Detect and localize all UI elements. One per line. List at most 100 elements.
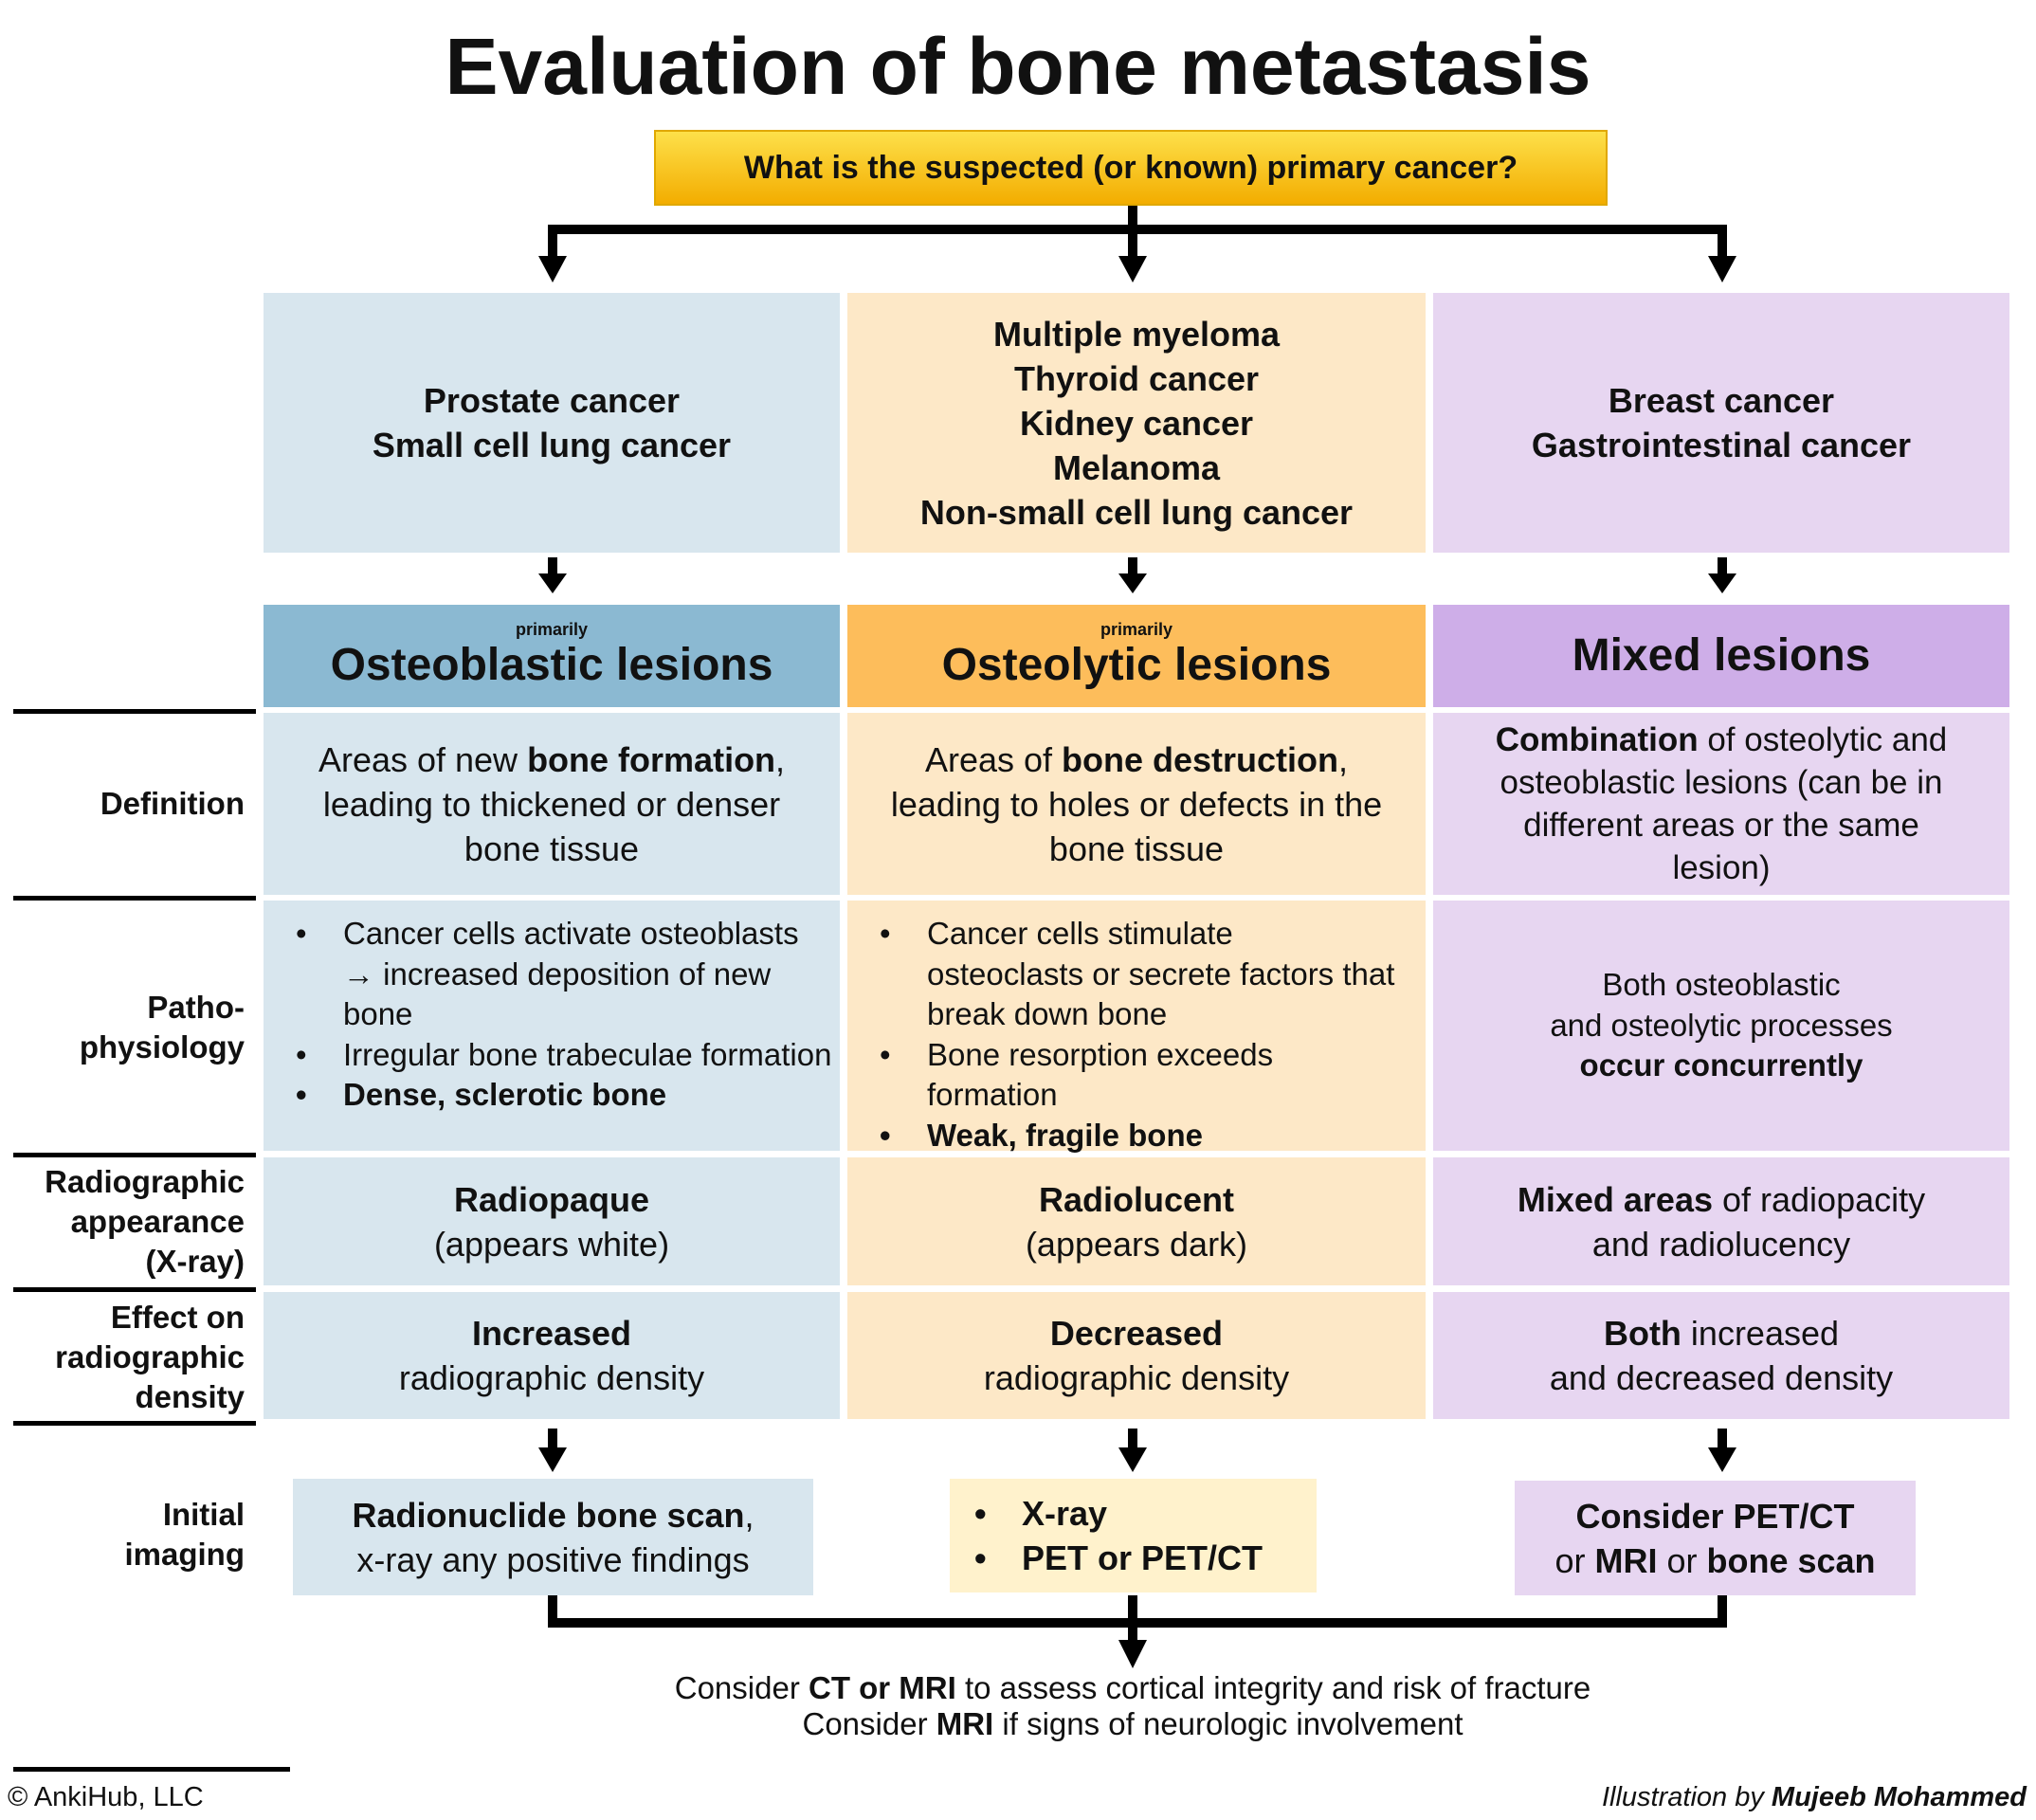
label-line: (X-ray) <box>145 1244 245 1279</box>
text-segment: to assess cortical integrity and risk of… <box>955 1670 1591 1705</box>
label-line: imaging <box>124 1537 245 1572</box>
label-line: density <box>135 1379 245 1414</box>
imaging-osteolytic: X-ray PET or PET/CT <box>950 1479 1317 1592</box>
connector-line <box>1128 1429 1137 1451</box>
effect-mixed: Both increased and decreased density <box>1433 1292 2009 1419</box>
text-line: radiographic density <box>983 1358 1290 1397</box>
pathophysiology-mixed: Both osteoblastic and osteolytic process… <box>1433 901 2009 1151</box>
text-line: and radiolucency <box>1591 1224 1851 1264</box>
connector-line <box>548 557 557 576</box>
connector-line <box>1718 225 1727 259</box>
text-segment: MRI <box>936 1706 994 1741</box>
text-segment: Illustration by <box>1601 1782 1772 1812</box>
bullet-list: Cancer cells activate osteoblasts → incr… <box>264 901 840 1116</box>
text-segment: Mujeeb Mohammed <box>1771 1782 2027 1812</box>
text-segment: Combination <box>1495 721 1699 758</box>
pathophysiology-osteolytic: Cancer cells stimulate osteoclasts or se… <box>847 901 1426 1156</box>
radiographic-osteolytic: Radiolucent (appears dark) <box>847 1157 1426 1285</box>
final-recommendations: Consider CT or MRI to assess cortical in… <box>0 1670 2036 1742</box>
text-segment: bone destruction <box>1062 739 1339 779</box>
cancer-name: Thyroid cancer <box>1013 358 1260 398</box>
arrow-head <box>1708 1447 1736 1472</box>
text-segment: MRI <box>1594 1540 1658 1580</box>
text-segment: Areas of new <box>318 739 528 779</box>
connector-line <box>1128 206 1137 234</box>
text-segment: CT or MRI <box>808 1670 956 1705</box>
text-segment: or <box>1657 1540 1707 1580</box>
connector-line <box>1128 557 1137 576</box>
lesion-title: Osteolytic lesions <box>941 640 1332 690</box>
label-line: Initial <box>162 1497 245 1532</box>
text-line: radiographic density <box>398 1358 705 1397</box>
label-line: radiographic <box>55 1339 245 1374</box>
cancer-name: Small cell lung cancer <box>372 426 732 464</box>
arrow-head <box>1118 1640 1147 1668</box>
radiographic-osteoblastic: Radiopaque (appears white) <box>264 1157 840 1285</box>
connector-line <box>1128 225 1137 259</box>
connector-line <box>1718 1595 1727 1628</box>
definition-text: Combination of osteolytic and osteoblast… <box>1490 719 1953 889</box>
cancer-name: Gastrointestinal cancer <box>1531 426 1912 464</box>
imaging-mixed: Consider PET/CT or MRI or bone scan <box>1515 1481 1916 1595</box>
row-label-pathophysiology: Patho- physiology <box>0 988 245 1067</box>
text-line: (appears dark) <box>1025 1224 1248 1264</box>
connector-line <box>548 225 557 259</box>
list-item: PET or PET/CT <box>974 1536 1263 1580</box>
arrow-head <box>538 256 567 282</box>
row-divider <box>13 896 256 901</box>
cancer-types-mixed: Breast cancer Gastrointestinal cancer <box>1433 293 2009 553</box>
cancer-types-osteolytic: Multiple myeloma Thyroid cancer Kidney c… <box>847 293 1426 553</box>
cancer-name: Multiple myeloma <box>992 314 1281 354</box>
row-label-definition: Definition <box>100 786 245 821</box>
text-line: Both increased <box>1604 1311 1839 1356</box>
definition-osteolytic: Areas of bone destruction, leading to ho… <box>847 713 1426 895</box>
effect-osteoblastic: Increased radiographic density <box>264 1292 840 1419</box>
radiographic-mixed: Mixed areas of radiopacity and radioluce… <box>1433 1157 2009 1285</box>
header-mixed: Mixed lesions <box>1433 605 2009 707</box>
pathophysiology-osteoblastic: Cancer cells activate osteoblasts → incr… <box>264 901 840 1151</box>
text-line: Mixed areas of radiopacity <box>1518 1177 1925 1222</box>
definition-text: Areas of bone destruction, leading to ho… <box>866 737 1407 871</box>
lesion-title: Osteoblastic lesions <box>330 640 773 690</box>
primarily-label: primarily <box>515 620 589 639</box>
arrow-head <box>538 1447 567 1472</box>
text-segment: if signs of neurologic involvement <box>993 1706 1463 1741</box>
text-line: Increased <box>471 1314 632 1353</box>
arrow-head <box>538 573 567 593</box>
text-line: Radiolucent <box>1038 1179 1234 1219</box>
connector-line <box>548 1595 557 1628</box>
row-label-effect: Effect on radiographic density <box>0 1298 245 1417</box>
text-segment: Consider <box>674 1670 809 1705</box>
cancer-name: Melanoma <box>1052 447 1221 487</box>
label-line: physiology <box>79 1029 245 1065</box>
label-line: Radiographic <box>45 1164 245 1199</box>
text-segment: bone formation <box>527 739 776 779</box>
arrow-head <box>1118 256 1147 282</box>
definition-osteoblastic: Areas of new bone formation, leading to … <box>264 713 840 895</box>
connector-line <box>548 1429 557 1451</box>
cancer-name: Prostate cancer <box>423 381 681 420</box>
text-line: Radiopaque <box>453 1179 649 1219</box>
list-item: Bone resorption exceeds formation <box>880 1035 1397 1116</box>
imaging-osteoblastic: Radionuclide bone scan, x-ray any positi… <box>293 1479 813 1595</box>
row-label-imaging: Initial imaging <box>0 1495 245 1574</box>
row-divider <box>13 1153 256 1157</box>
text-segment: Both <box>1603 1314 1682 1353</box>
footer-divider <box>13 1767 290 1772</box>
cancer-name: Breast cancer <box>1608 381 1835 420</box>
text-line: Consider PET/CT <box>1575 1496 1855 1536</box>
row-divider <box>13 1287 256 1292</box>
text-line: Consider MRI if signs of neurologic invo… <box>0 1706 2036 1742</box>
text-line: Decreased <box>1049 1314 1224 1353</box>
label-line: Patho- <box>147 990 245 1025</box>
bullet-list: Cancer cells stimulate osteoclasts or se… <box>847 901 1426 1156</box>
text-line: (appears white) <box>433 1224 670 1264</box>
illustration-credit: Illustration by Mujeeb Mohammed <box>1602 1782 2027 1813</box>
label-line: appearance <box>70 1204 245 1239</box>
text-segment: , leading to holes or defects in the bon… <box>890 739 1383 868</box>
definition-text: Areas of new bone formation, leading to … <box>282 737 821 871</box>
bullet-list: X-ray PET or PET/CT <box>950 1491 1263 1580</box>
connector-line <box>1718 557 1727 576</box>
text-segment: bone scan <box>1706 1540 1876 1580</box>
